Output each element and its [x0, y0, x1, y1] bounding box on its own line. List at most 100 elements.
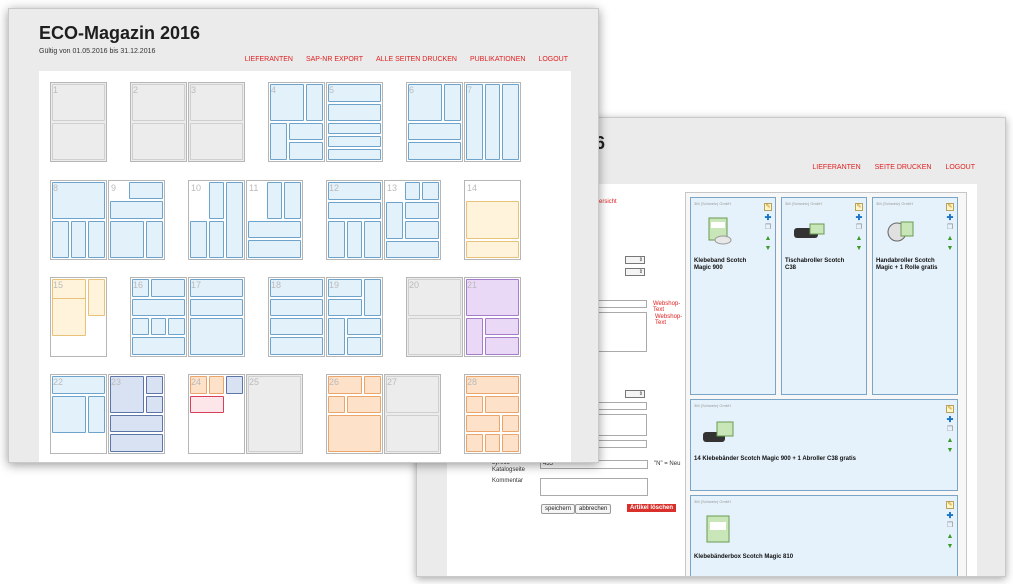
- ad-slot[interactable]: [132, 123, 185, 160]
- ad-slot[interactable]: [190, 279, 243, 297]
- ad-slot[interactable]: [110, 415, 163, 432]
- copy-icon[interactable]: ❐: [946, 426, 954, 433]
- ad-slot[interactable]: [466, 201, 519, 239]
- magazine-page[interactable]: 24: [188, 374, 245, 454]
- ad-slot[interactable]: [209, 376, 224, 394]
- ad-slot[interactable]: [444, 84, 461, 121]
- ad-slot[interactable]: [146, 221, 163, 258]
- ad-slot[interactable]: [190, 318, 243, 355]
- text-input-1[interactable]: [597, 300, 647, 308]
- ad-slot[interactable]: [190, 221, 207, 258]
- magazine-page[interactable]: 6: [406, 82, 463, 162]
- plus-icon[interactable]: ✚: [946, 511, 954, 520]
- ad-slot[interactable]: [132, 337, 185, 355]
- text-input-3[interactable]: [597, 440, 647, 448]
- ad-slot[interactable]: [502, 415, 519, 432]
- magazine-page[interactable]: 25: [246, 374, 303, 454]
- magazine-page[interactable]: 1: [50, 82, 107, 162]
- ad-slot[interactable]: [328, 136, 381, 147]
- ad-slot[interactable]: [408, 279, 461, 316]
- ad-slot[interactable]: [151, 318, 166, 335]
- ad-slot[interactable]: [267, 182, 282, 219]
- magazine-page[interactable]: 21: [464, 277, 521, 357]
- plus-icon[interactable]: ✚: [946, 415, 954, 424]
- edit-icon[interactable]: ✎: [855, 203, 863, 211]
- ad-slot[interactable]: [386, 415, 439, 452]
- ad-slot[interactable]: [485, 84, 500, 160]
- magazine-page[interactable]: 5: [326, 82, 383, 162]
- ad-slot[interactable]: [347, 337, 381, 355]
- magazine-page[interactable]: 16: [130, 277, 187, 357]
- ad-slot[interactable]: [110, 201, 163, 219]
- ad-slot[interactable]: [502, 84, 519, 160]
- webshop-text-link-1[interactable]: Webshop-Text: [653, 301, 681, 313]
- cancel-button[interactable]: abbrechen: [575, 504, 612, 514]
- ad-slot[interactable]: [209, 182, 224, 219]
- ad-slot[interactable]: [270, 279, 323, 297]
- ad-slot[interactable]: [328, 299, 362, 316]
- kommentar-textarea[interactable]: [540, 478, 648, 496]
- ad-slot[interactable]: [132, 318, 149, 335]
- ad-slot[interactable]: [284, 182, 301, 219]
- save-button[interactable]: speichern: [541, 504, 576, 514]
- arrow-down-icon[interactable]: ▼: [764, 245, 772, 252]
- nav-lieferanten[interactable]: LIEFERANTEN: [244, 56, 293, 63]
- ad-slot[interactable]: [132, 84, 185, 121]
- dropdown-1[interactable]: ⇕: [625, 256, 645, 264]
- nav-logout[interactable]: LOGOUT: [538, 56, 568, 63]
- ad-slot[interactable]: [466, 434, 483, 452]
- magazine-page[interactable]: 4: [268, 82, 325, 162]
- ad-slot[interactable]: [485, 318, 519, 335]
- dropdown-3[interactable]: ⇕: [625, 390, 645, 398]
- ad-slot[interactable]: [289, 142, 323, 160]
- edit-icon[interactable]: ✎: [946, 203, 954, 211]
- magazine-page[interactable]: 27: [384, 374, 441, 454]
- ad-slot[interactable]: [405, 182, 420, 200]
- ad-slot[interactable]: [88, 221, 105, 258]
- ad-slot[interactable]: [146, 396, 163, 413]
- ad-slot[interactable]: [466, 415, 500, 432]
- arrow-up-icon[interactable]: ▲: [764, 235, 772, 242]
- ad-slot[interactable]: [328, 202, 381, 219]
- ad-slot[interactable]: [328, 318, 345, 355]
- magazine-page[interactable]: 9: [108, 180, 165, 260]
- ad-slot[interactable]: [328, 84, 381, 102]
- ad-slot[interactable]: [270, 84, 304, 121]
- nav-logout[interactable]: LOGOUT: [945, 164, 975, 171]
- product-card[interactable]: 3M (Schweiz) GmbH Klebeband Scotch Magic…: [690, 197, 776, 395]
- magazine-page[interactable]: 22: [50, 374, 107, 454]
- ad-slot[interactable]: [88, 279, 105, 316]
- product-card[interactable]: 3M (Schweiz) GmbH Handabroller Scotch Ma…: [872, 197, 958, 395]
- ad-slot[interactable]: [347, 396, 381, 413]
- dropdown-2[interactable]: ⇕: [625, 268, 645, 276]
- magazine-page[interactable]: 18: [268, 277, 325, 357]
- magazine-page[interactable]: 12: [326, 180, 383, 260]
- magazine-page[interactable]: 2: [130, 82, 187, 162]
- ad-slot[interactable]: [146, 376, 163, 394]
- ad-slot[interactable]: [328, 221, 345, 258]
- arrow-up-icon[interactable]: ▲: [946, 533, 954, 540]
- ad-slot[interactable]: [466, 84, 483, 160]
- ad-slot[interactable]: [132, 279, 149, 297]
- ad-slot[interactable]: [71, 221, 86, 258]
- ad-slot[interactable]: [364, 221, 381, 258]
- ad-slot[interactable]: [328, 415, 381, 452]
- ad-slot[interactable]: [328, 182, 381, 200]
- overview-link[interactable]: ersicht: [599, 199, 617, 205]
- ad-slot[interactable]: [129, 182, 163, 199]
- ad-slot[interactable]: [248, 221, 301, 238]
- magazine-page[interactable]: 26: [326, 374, 383, 454]
- magazine-page[interactable]: 7: [464, 82, 521, 162]
- nav-lieferanten[interactable]: LIEFERANTEN: [812, 164, 861, 171]
- ad-slot[interactable]: [110, 221, 144, 258]
- ad-slot[interactable]: [270, 318, 323, 335]
- textarea-2[interactable]: [597, 414, 647, 436]
- webshop-text-link-2[interactable]: Webshop-Text: [655, 314, 683, 326]
- nav-seite-drucken[interactable]: SEITE DRUCKEN: [874, 164, 932, 171]
- ad-slot[interactable]: [386, 376, 439, 413]
- ad-slot[interactable]: [52, 123, 105, 160]
- ad-slot[interactable]: [270, 123, 287, 160]
- ad-slot[interactable]: [190, 299, 243, 316]
- ad-slot[interactable]: [502, 434, 519, 452]
- magazine-page[interactable]: 23: [108, 374, 165, 454]
